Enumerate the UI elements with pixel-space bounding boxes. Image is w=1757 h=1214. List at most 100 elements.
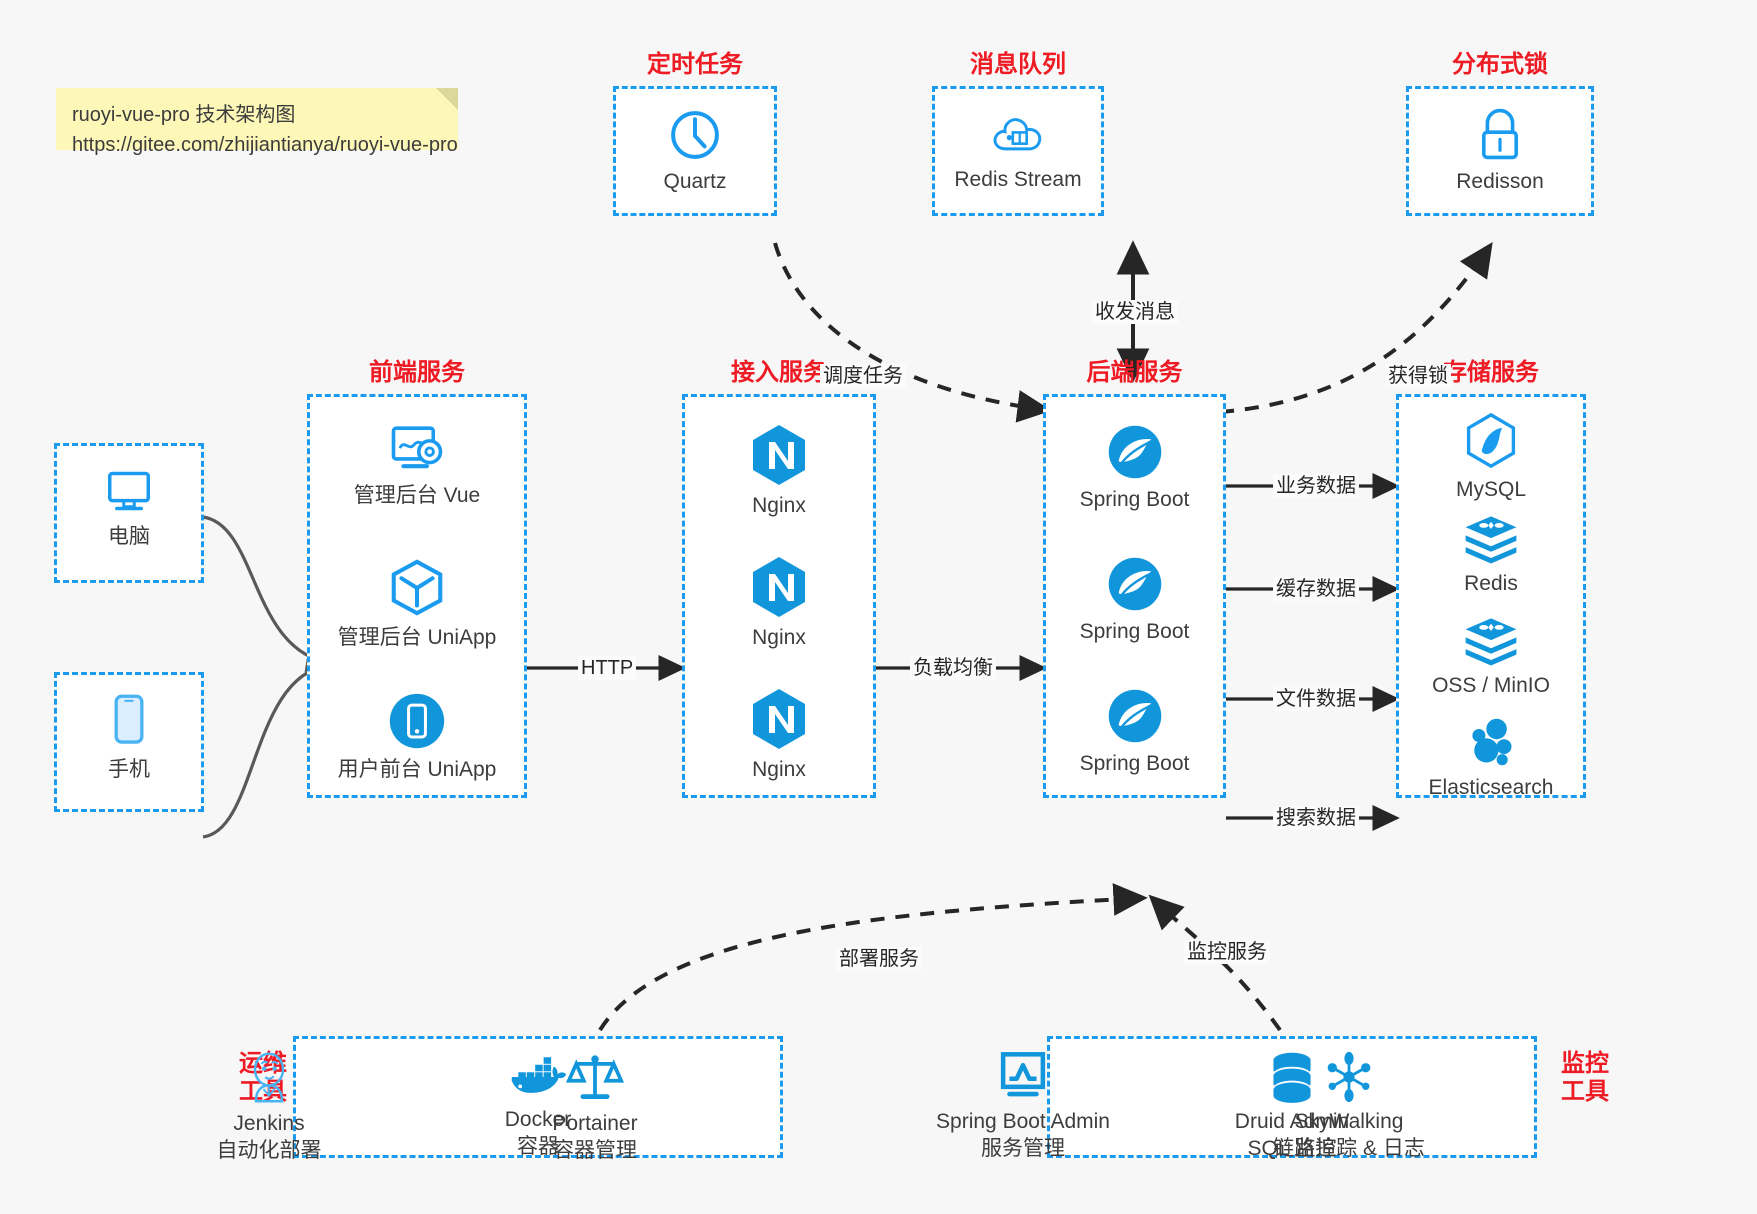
lock-icon: [1473, 105, 1527, 163]
nginx-icon: [750, 687, 808, 751]
node-spring-boot-admin[interactable]: Spring Boot Admin 服务管理: [887, 1049, 1159, 1163]
node-label: Spring Boot: [1079, 752, 1190, 775]
node-label: Nginx: [752, 494, 806, 517]
group-box-backend: Spring Boot Spring Boot Spring Boot: [1043, 394, 1226, 798]
node-spring-boot-1[interactable]: Spring Boot: [1046, 423, 1223, 514]
edge-label-monitor-service: 监控服务: [1184, 940, 1270, 964]
mobile-phone-icon: [107, 691, 151, 751]
node-label-main: Spring Boot Admin: [936, 1110, 1110, 1133]
node-nginx-3[interactable]: Nginx: [685, 687, 873, 784]
node-redis-stream[interactable]: Redis Stream: [935, 109, 1101, 194]
edge-label-deploy-service: 部署服务: [836, 947, 922, 971]
group-box-frontend: 管理后台 Vue 管理后台 UniApp 用户前台 UniApp: [307, 394, 527, 798]
group-box-desktop-client: 电脑: [54, 443, 204, 583]
docker-whale-icon: [508, 1051, 568, 1101]
group-title-distributed-lock: 分布式锁: [1452, 51, 1548, 78]
group-title-monitoring: 监控 工具: [1552, 1050, 1618, 1107]
node-user-uniapp[interactable]: 用户前台 UniApp: [310, 691, 524, 784]
database-cylinder-icon: [1266, 1049, 1318, 1103]
edge-label-send-receive-message: 收发消息: [1092, 300, 1178, 324]
edge-monitoring-to-backend: [1148, 894, 1282, 1032]
node-skywalking[interactable]: SkyWalking 链路追踪 & 日志: [1213, 1051, 1485, 1163]
group-title-storage: 存储服务: [1443, 359, 1539, 386]
node-label: 管理后台 Vue: [353, 484, 481, 507]
group-box-devops: Jenkins 自动化部署 Docker 容器 Portainer 容器管理: [217, 1036, 783, 1162]
node-label: Spring Boot: [1079, 488, 1190, 511]
node-label-sub: SQL 监控: [1247, 1136, 1337, 1160]
desktop-monitor-icon: [101, 464, 157, 518]
jenkins-butler-icon: [241, 1049, 297, 1105]
node-label-sub: 容器: [517, 1134, 559, 1158]
node-label: 管理后台 UniApp: [337, 626, 497, 649]
node-oss-minio[interactable]: OSS / MinIO: [1399, 615, 1583, 700]
group-box-monitoring: Spring Boot Admin 服务管理 Druid Admin SQL 监…: [936, 1036, 1537, 1160]
node-label: Docker 容器: [505, 1107, 572, 1161]
mysql-dolphin-icon: [1463, 411, 1519, 471]
group-title-backend: 后端服务: [1086, 359, 1183, 386]
node-label-sub: 自动化部署: [216, 1138, 322, 1162]
elasticsearch-icon: [1463, 715, 1519, 769]
group-title-message-queue: 消息队列: [970, 51, 1066, 78]
group-box-mobile-client: 手机: [54, 672, 204, 812]
skywalking-nodes-icon: [1322, 1051, 1376, 1103]
node-label: Nginx: [752, 758, 806, 781]
monitoring-title-line2: 工具: [1561, 1078, 1609, 1106]
node-label-main: SkyWalking: [1294, 1110, 1404, 1133]
node-redis[interactable]: Redis: [1399, 513, 1583, 598]
note-folded-corner: [436, 88, 458, 110]
edge-label-load-balance: 负载均衡: [910, 656, 996, 680]
node-label: Spring Boot: [1079, 620, 1190, 643]
monitor-chart-icon: [995, 1049, 1051, 1103]
node-spring-boot-2[interactable]: Spring Boot: [1046, 555, 1223, 646]
group-title-scheduled-task: 定时任务: [647, 51, 743, 78]
node-label: 手机: [108, 758, 150, 781]
node-redisson[interactable]: Redisson: [1409, 105, 1591, 196]
edge-label-cache-data: 缓存数据: [1273, 577, 1359, 601]
node-label: Spring Boot Admin 服务管理: [936, 1109, 1110, 1163]
group-box-distributed-lock: Redisson: [1406, 86, 1594, 216]
node-elasticsearch[interactable]: Elasticsearch: [1399, 715, 1583, 802]
node-nginx-2[interactable]: Nginx: [685, 555, 873, 652]
node-label: Nginx: [752, 626, 806, 649]
group-title-gateway: 接入服务: [731, 359, 827, 386]
node-nginx-1[interactable]: Nginx: [685, 423, 873, 520]
node-label: OSS / MinIO: [1432, 674, 1550, 697]
node-jenkins[interactable]: Jenkins 自动化部署: [133, 1049, 405, 1165]
node-spring-boot-3[interactable]: Spring Boot: [1046, 687, 1223, 778]
group-box-message-queue: Redis Stream: [932, 86, 1104, 216]
edge-label-business-data: 业务数据: [1273, 474, 1359, 498]
node-label: 用户前台 UniApp: [337, 758, 497, 781]
redis-stack-icon: [1462, 513, 1520, 565]
node-mobile[interactable]: 手机: [57, 691, 201, 784]
node-label: Redis Stream: [954, 168, 1082, 191]
node-admin-vue[interactable]: 管理后台 Vue: [310, 421, 524, 510]
group-box-scheduled-task: Quartz: [613, 86, 777, 216]
group-title-frontend: 前端服务: [369, 359, 465, 386]
node-label: SkyWalking 链路追踪 & 日志: [1273, 1109, 1425, 1163]
node-label: Jenkins 自动化部署: [217, 1111, 322, 1165]
clock-icon: [667, 107, 723, 163]
node-label-sub: 链路追踪 & 日志: [1273, 1136, 1425, 1160]
node-label: Redisson: [1456, 170, 1544, 193]
edge-label-http: HTTP: [578, 656, 637, 680]
monitoring-title-line1: 监控: [1561, 1050, 1609, 1077]
edge-label-search-data: 搜索数据: [1273, 806, 1359, 830]
node-druid-admin[interactable]: Druid Admin SQL 监控: [1050, 1049, 1534, 1163]
edge-label-acquire-lock: 获得锁: [1385, 364, 1451, 388]
scales-balance-icon: [565, 1049, 625, 1105]
node-label-sub: 服务管理: [981, 1136, 1065, 1160]
node-admin-uniapp[interactable]: 管理后台 UniApp: [310, 557, 524, 652]
node-docker[interactable]: Docker 容器: [296, 1051, 780, 1161]
nginx-icon: [750, 423, 808, 487]
dashboard-gear-icon: [386, 421, 448, 477]
node-mysql[interactable]: MySQL: [1399, 411, 1583, 504]
diagram-note: ruoyi-vue-pro 技术架构图 https://gitee.com/zh…: [56, 88, 458, 156]
node-quartz[interactable]: Quartz: [616, 107, 774, 196]
node-desktop[interactable]: 电脑: [57, 464, 201, 551]
node-label: MySQL: [1455, 478, 1526, 501]
node-portainer[interactable]: Portainer 容器管理: [459, 1049, 731, 1165]
node-label: Portainer 容器管理: [552, 1111, 637, 1165]
spring-boot-icon: [1106, 423, 1164, 481]
node-label: Elasticsearch: [1428, 776, 1554, 799]
